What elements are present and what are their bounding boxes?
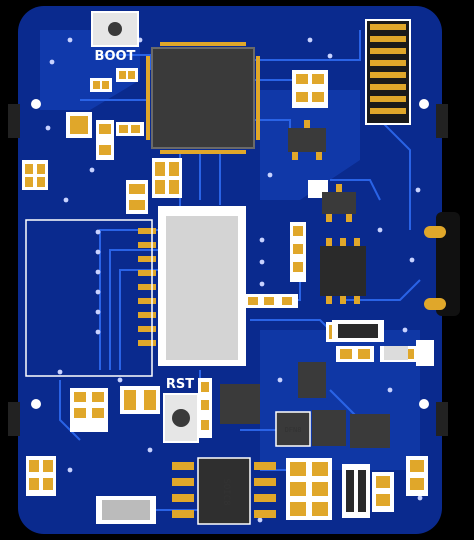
regulator-chip [312,410,346,446]
dfn8-label: DFN8 [285,426,302,434]
boot-button-plunger[interactable] [108,22,122,36]
left-tab-bottom [8,402,20,436]
small-qfn-chip [220,384,260,424]
usb-ic-pins [326,238,360,304]
sot-transistors [288,128,356,398]
usb-connector [436,212,460,316]
mcu-chip [151,47,255,149]
usb-pad [424,226,446,238]
dfn8-chip [275,411,311,447]
display-outline [25,219,153,377]
sot-legs [292,120,352,222]
soic8-pins [172,462,276,518]
b2b-pins [370,24,406,114]
charger-chip [350,414,390,448]
boot-label: BOOT [95,49,136,64]
mounting-holes [31,99,429,409]
right-tab-top [436,104,448,138]
traces [59,30,421,511]
fpc-inner [166,216,238,360]
mcu-pins [146,42,260,154]
soic8-label: SOIC8 [221,478,231,505]
smd-passives [22,68,434,520]
rst-label: RST [166,377,194,392]
right-tab-bottom [436,402,448,436]
rst-button-plunger[interactable] [172,409,190,427]
soic8-chip [197,457,251,525]
left-tab-top [8,104,20,138]
led [384,346,408,360]
copper-pour [40,30,140,110]
fpc-pins [138,228,156,346]
vias [45,37,423,523]
usb-protection-ic [320,246,366,296]
usb-pad [424,298,446,310]
